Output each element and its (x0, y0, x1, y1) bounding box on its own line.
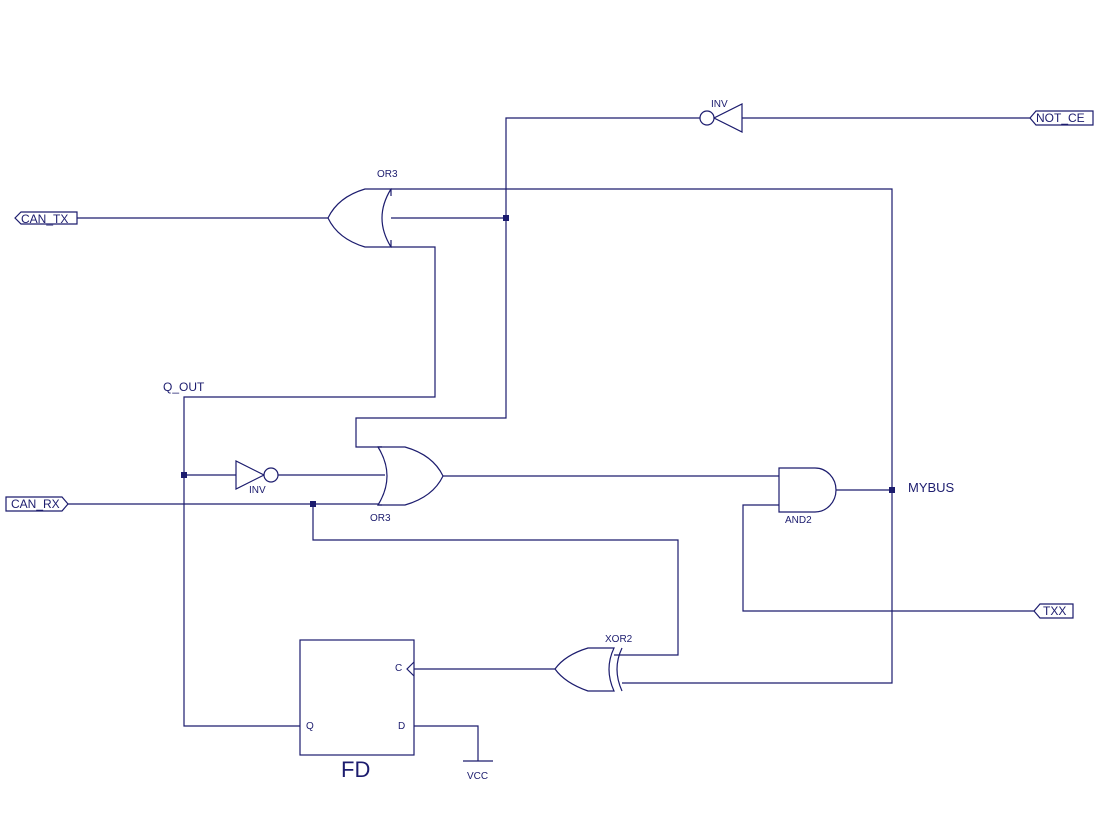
net-label-mybus: MYBUS (908, 480, 955, 495)
input-port-icon (1029, 110, 1094, 126)
inv-gate-top[interactable] (699, 103, 743, 133)
wire-can-rx-to-xor (312, 504, 679, 656)
inverter-bubble-icon (263, 467, 279, 483)
wire-or3-top-in2 (183, 246, 436, 727)
wire-fd-d-vcc (414, 725, 479, 761)
xor-gate-extra-arc (616, 647, 623, 692)
port-label-can-tx: CAN_TX (21, 212, 68, 226)
inv-gate-mid[interactable] (235, 460, 279, 490)
xor2-gate[interactable] (554, 647, 623, 692)
or-gate-input-rail (378, 446, 382, 506)
or3-gate-top[interactable] (327, 188, 393, 248)
or3-gate-mid[interactable] (376, 446, 444, 506)
inverter-icon (712, 103, 743, 133)
xor-gate-icon (554, 647, 615, 692)
port-not-ce[interactable] (1029, 110, 1094, 126)
inverter-bubble-icon (699, 110, 715, 126)
input-port-icon (14, 211, 78, 225)
and2-gate[interactable] (778, 467, 837, 513)
junction-dot (181, 472, 187, 478)
wire-inv-top-out (355, 117, 700, 448)
gate-label-or3-mid: OR3 (370, 513, 391, 524)
wires (68, 117, 1040, 762)
port-can-rx[interactable] (5, 496, 69, 512)
junction-dot (310, 501, 316, 507)
fd-pin-d-label: D (398, 721, 405, 732)
input-port-icon (1033, 603, 1074, 619)
and-gate-icon (778, 467, 837, 513)
gate-label-or3-top: OR3 (377, 169, 398, 180)
port-label-not-ce: NOT_CE (1036, 111, 1085, 125)
fd-name-label: FD (341, 757, 370, 782)
inverter-icon (235, 460, 266, 490)
port-can-tx[interactable] (14, 211, 78, 225)
fd-body (299, 639, 415, 756)
fd-pin-c-label: C (395, 663, 402, 674)
junction-dot (503, 215, 509, 221)
wire-or3-top-in1 (391, 188, 893, 684)
or-gate-icon (376, 446, 444, 506)
gate-label-and2: AND2 (785, 515, 812, 526)
net-label-q-out: Q_OUT (163, 380, 205, 394)
output-port-icon (5, 496, 69, 512)
wire-txx (742, 504, 1040, 612)
port-label-txx: TXX (1043, 604, 1066, 618)
port-label-can-rx: CAN_RX (11, 497, 60, 511)
fd-flipflop[interactable] (299, 639, 415, 756)
vcc-label: VCC (467, 771, 488, 782)
gate-label-inv-top: INV (711, 99, 728, 110)
or-gate-icon (327, 188, 393, 248)
clock-triangle-icon (406, 661, 415, 677)
fd-pin-q-label: Q (306, 721, 314, 732)
port-txx[interactable] (1033, 603, 1074, 619)
junction-dot (889, 487, 895, 493)
gate-label-inv-mid: INV (249, 485, 266, 496)
junctions (181, 215, 895, 507)
gate-label-xor2: XOR2 (605, 634, 633, 645)
